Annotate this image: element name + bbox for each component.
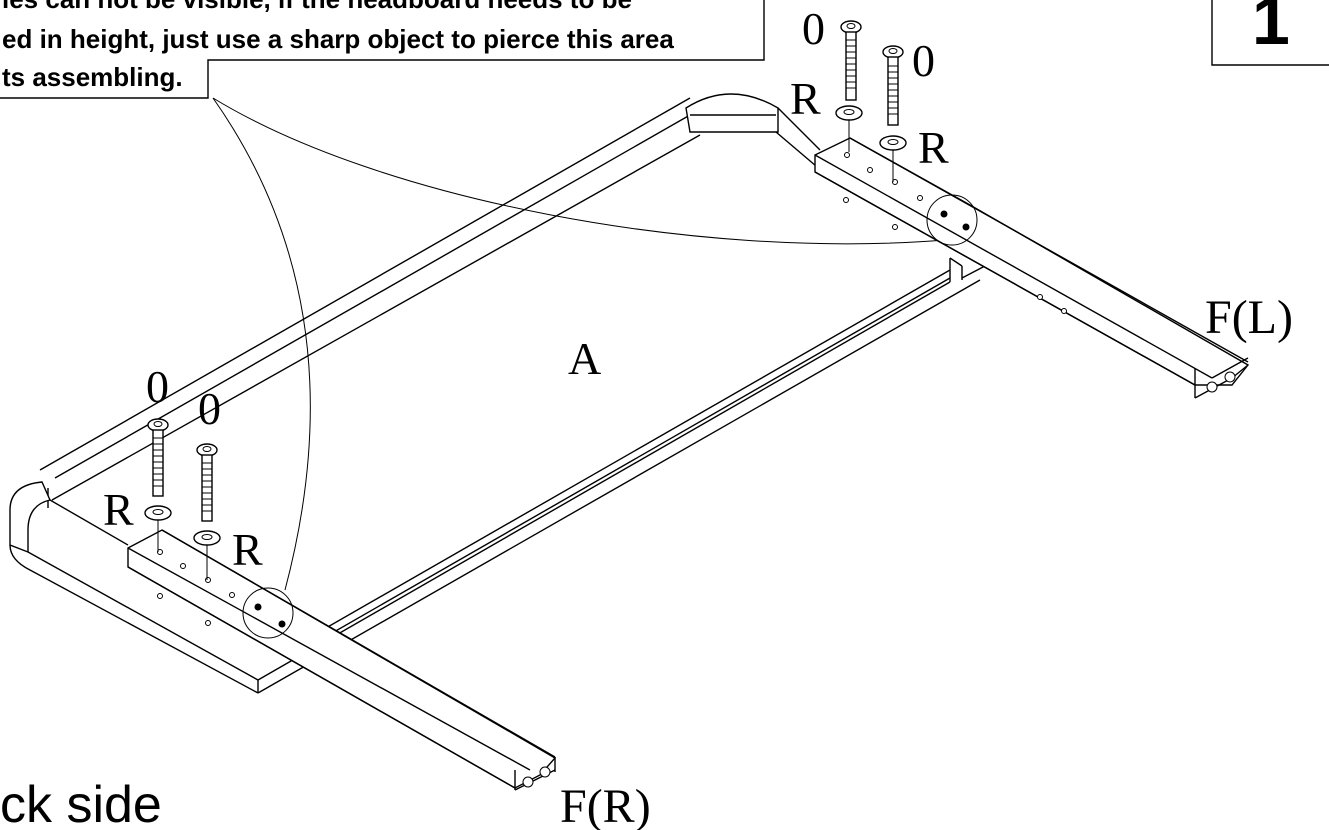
- step-number-box: 1: [1211, 0, 1329, 66]
- label-washer-right-2: R: [918, 122, 949, 173]
- side-label: ck side: [0, 776, 162, 830]
- label-washer-left-2: R: [232, 524, 263, 575]
- label-washer-left-1: R: [103, 484, 134, 535]
- label-bolt-left-2: 0: [198, 383, 221, 434]
- instruction-note: les can not be visible, if the headboard…: [0, 0, 765, 99]
- step-number: 1: [1252, 0, 1290, 59]
- hardware-left: [144, 418, 221, 580]
- leg-F-R: [127, 529, 557, 791]
- callout-leader-lines: [212, 97, 946, 591]
- label-leg-F-R: F(R): [560, 780, 651, 830]
- label-bolt-right-1: 0: [802, 3, 825, 54]
- hardware-right: [835, 20, 907, 182]
- leg-F-L: [814, 137, 1250, 399]
- frame-A: [9, 93, 986, 694]
- label-washer-right-1: R: [790, 73, 821, 124]
- label-leg-F-L: F(L): [1205, 291, 1293, 344]
- label-bolt-right-2: 0: [912, 35, 935, 86]
- note-line-2: ed in height, just use a sharp object to…: [2, 24, 674, 54]
- label-frame-A: A: [568, 333, 601, 384]
- part-labels: A F(L) F(R) 0 0 R R 0 0 R R: [103, 3, 1293, 830]
- note-line-1: les can not be visible, if the headboard…: [2, 0, 632, 14]
- label-bolt-left-1: 0: [146, 361, 169, 412]
- note-line-3: ts assembling.: [2, 62, 183, 92]
